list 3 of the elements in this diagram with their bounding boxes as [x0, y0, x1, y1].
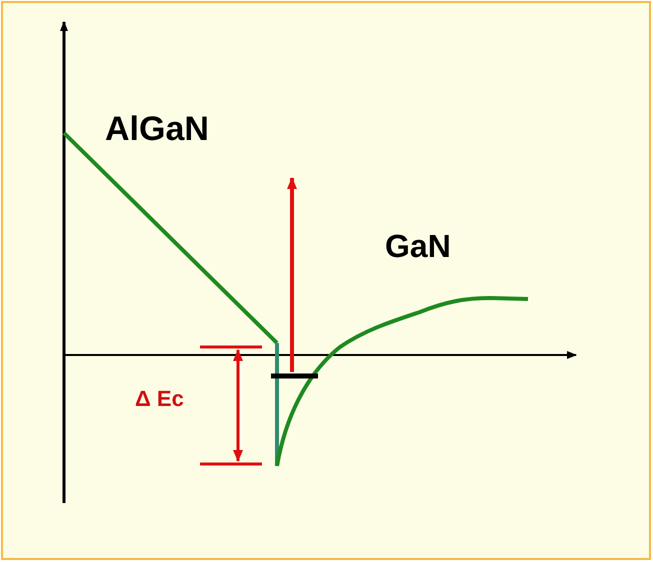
region-label: GaN [385, 230, 451, 262]
energy-label: Δ Ec [135, 388, 184, 410]
region-label: AlGaN [105, 112, 209, 146]
